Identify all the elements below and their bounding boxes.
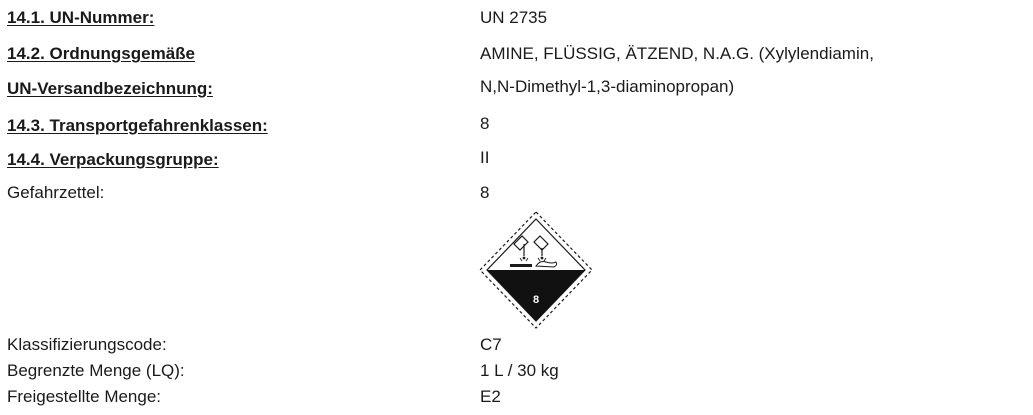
classification-code-label: Klassifizierungscode: — [7, 335, 167, 354]
excepted-quantity-value: E2 — [480, 387, 501, 406]
limited-quantity-value: 1 L / 30 kg — [480, 361, 559, 380]
shipping-name-label-line1: 14.2. Ordnungsgemäße — [7, 44, 195, 63]
un-number-label: 14.1. UN-Nummer: — [7, 8, 155, 27]
hazard-label-value: 8 — [480, 183, 490, 202]
shipping-name-value-line2: N,N-Dimethyl-1,3-diaminopropan) — [480, 77, 735, 96]
transport-class-value: 8 — [480, 114, 490, 133]
transport-class-label: 14.3. Transportgefahrenklassen: — [7, 116, 268, 135]
classification-code-value: C7 — [480, 335, 502, 354]
packing-group-label: 14.4. Verpackungsgruppe: — [7, 150, 219, 169]
pictogram-class-number: 8 — [533, 294, 539, 306]
excepted-quantity-label: Freigestellte Menge: — [7, 387, 162, 406]
shipping-name-label-line2: UN-Versandbezeichnung: — [7, 79, 213, 98]
limited-quantity-label: Begrenzte Menge (LQ): — [7, 361, 185, 380]
shipping-name-value-line1: AMINE, FLÜSSIG, ÄTZEND, N.A.G. (Xylylend… — [480, 44, 874, 63]
packing-group-value: II — [480, 148, 490, 167]
un-number-value: UN 2735 — [480, 8, 548, 27]
corrosive-class-8-diamond-icon: 8 — [479, 211, 593, 329]
hazard-label-label: Gefahrzettel: — [7, 183, 105, 202]
